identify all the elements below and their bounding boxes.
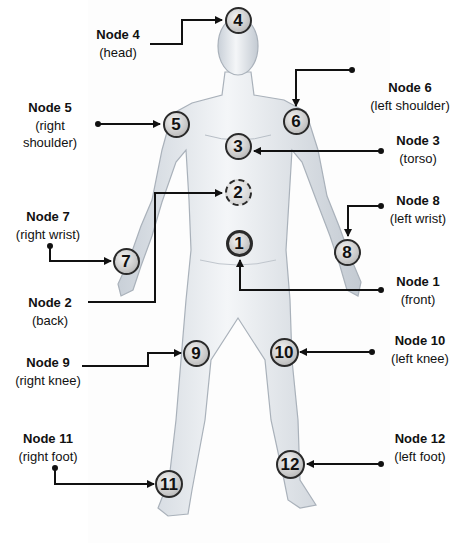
- body-location: (head): [99, 44, 137, 61]
- node-circle: 2: [225, 179, 252, 206]
- callout-number: 1: [234, 235, 243, 252]
- body-location: (left knee): [391, 350, 449, 367]
- node-circle: 1: [226, 230, 253, 257]
- node-circle: 3: [225, 133, 252, 160]
- callout-number: 7: [121, 253, 130, 270]
- node-name: Node 8: [396, 192, 439, 209]
- node-circle: 4: [225, 7, 252, 34]
- body-location: (back): [32, 312, 68, 329]
- node-name: Node 1: [396, 273, 439, 290]
- node-name: Node 9: [26, 354, 69, 371]
- callout-number: 8: [342, 244, 351, 261]
- body-location: (torso): [399, 150, 437, 167]
- node-circle: 9: [183, 340, 210, 367]
- body-location: (right knee): [15, 372, 81, 389]
- node-circle: 5: [163, 111, 190, 138]
- body-location: (front): [401, 291, 436, 308]
- node-name: Node 11: [23, 430, 73, 447]
- callout-number: 5: [171, 116, 180, 133]
- node-name: Node 5: [28, 99, 71, 116]
- node-circle: 12: [276, 450, 305, 479]
- body-location: (left shoulder): [370, 97, 449, 114]
- callout-number: 9: [191, 345, 200, 362]
- callout-number: 12: [281, 456, 300, 473]
- body-location: (right shoulder): [14, 117, 86, 151]
- node-name: Node 7: [26, 208, 69, 225]
- callout-number: 4: [233, 12, 242, 29]
- callout-number: 3: [233, 138, 242, 155]
- node-circle: 6: [283, 108, 310, 135]
- node-name: Node 3: [396, 132, 439, 149]
- callout-number: 2: [233, 184, 242, 201]
- node-name: Node 6: [388, 79, 431, 96]
- node-circle: 10: [270, 338, 299, 367]
- body-location: (right wrist): [16, 226, 80, 243]
- callout-number: 6: [291, 113, 300, 130]
- body-location: (left wrist): [390, 210, 446, 227]
- leader-lines: [48, 20, 383, 484]
- node-circle: 8: [334, 239, 361, 266]
- node-name: Node 4: [96, 26, 139, 43]
- node-circle: 7: [113, 248, 140, 275]
- node-circle: 11: [155, 470, 183, 498]
- node-name: Node 12: [395, 430, 446, 447]
- figure-panel: [88, 0, 390, 543]
- callout-number: 10: [275, 344, 294, 361]
- body-location: (left foot): [394, 448, 445, 465]
- node-name: Node 2: [28, 294, 71, 311]
- body-location: (right foot): [18, 448, 77, 465]
- node-name: Node 10: [395, 332, 446, 349]
- callout-number: 11: [160, 476, 178, 493]
